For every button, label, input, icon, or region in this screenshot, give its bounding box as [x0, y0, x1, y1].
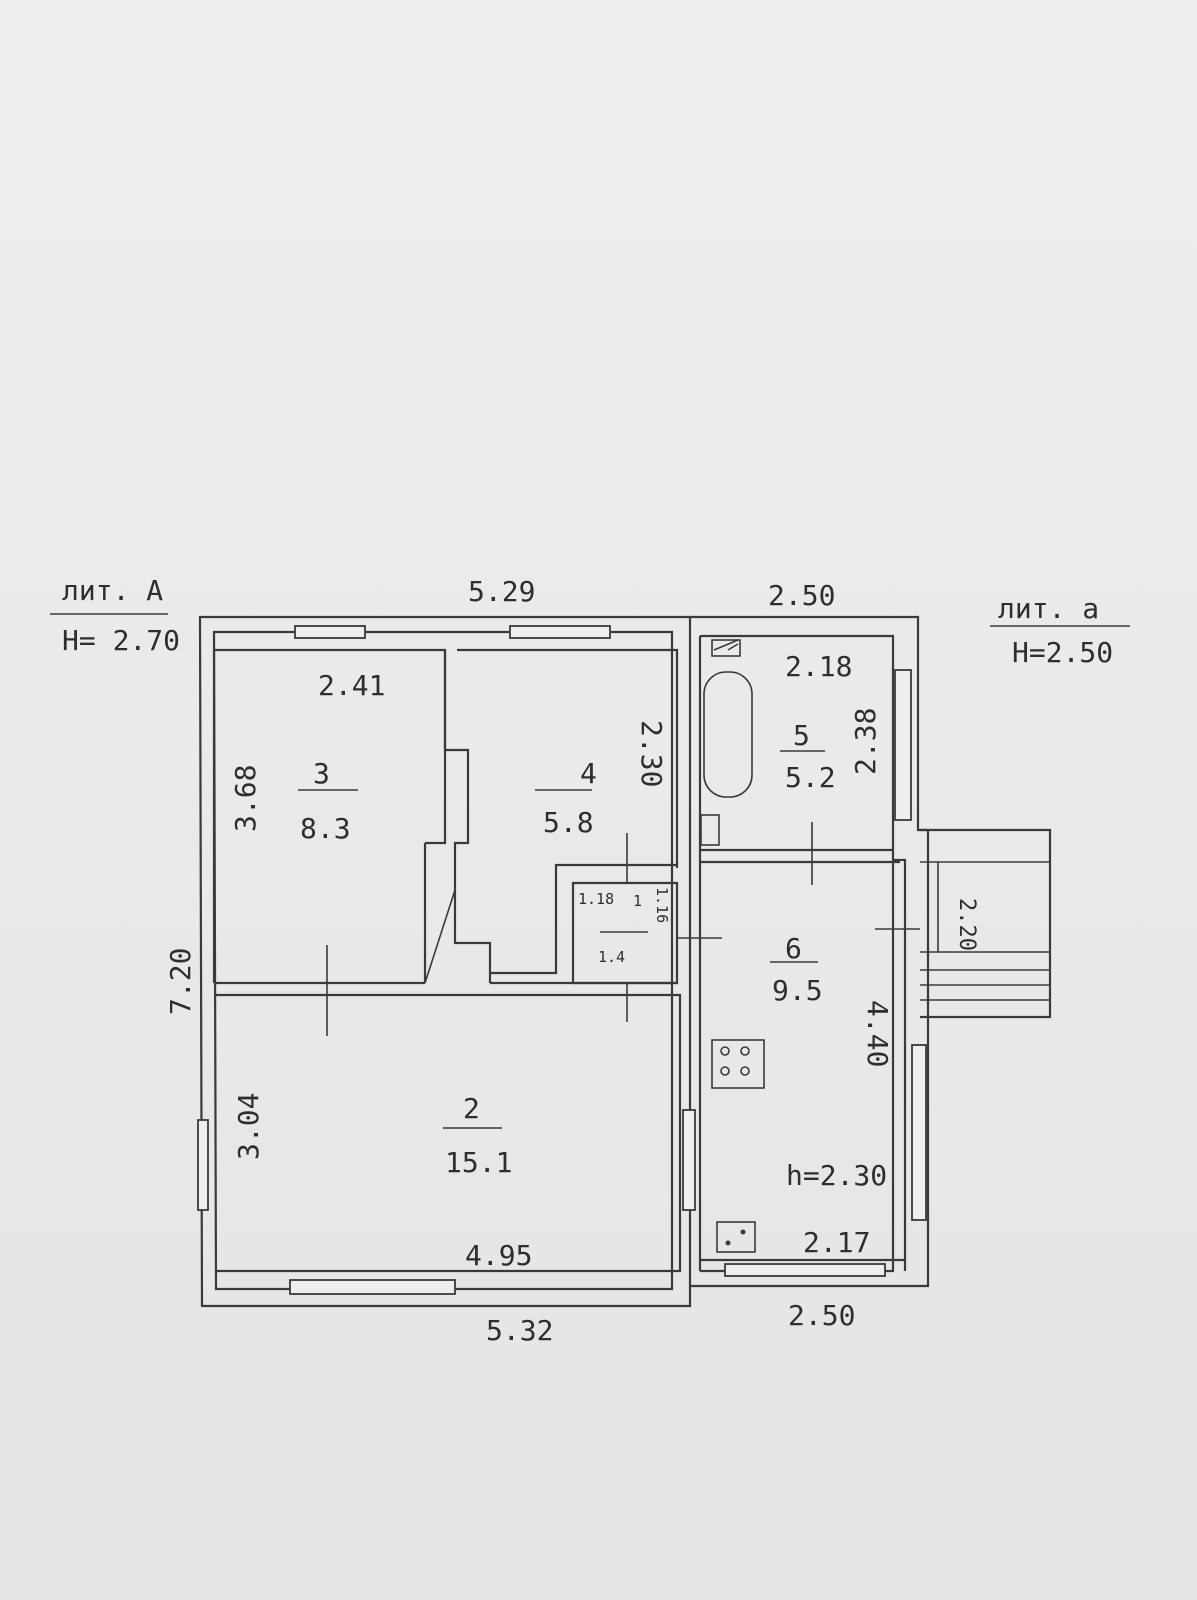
dim-porch: 2.20 [954, 898, 979, 951]
room-4-depth: 2.30 [635, 720, 668, 787]
stove-icon [711, 1039, 765, 1089]
room-5-area: 5.2 [785, 761, 836, 794]
room-2-area: 15.1 [445, 1146, 512, 1179]
room-5-width: 2.18 [785, 650, 852, 683]
room-5-depth: 2.38 [849, 708, 882, 775]
height-label-annex: H=2.50 [1012, 636, 1113, 669]
lit-label-main: лит. А [62, 574, 163, 607]
room-2: 2 15.1 4.95 3.04 [232, 1092, 532, 1272]
fixtures [700, 639, 765, 1253]
room-3-width: 2.41 [318, 669, 385, 702]
room-3-area: 8.3 [300, 812, 351, 845]
room-6-depth: 4.40 [861, 1000, 894, 1067]
room-2-depth: 3.04 [232, 1093, 265, 1160]
boiler-icon [716, 1221, 756, 1253]
partitions [212, 648, 907, 1273]
sink-icon [700, 814, 720, 846]
dim-top-annex: 2.50 [768, 579, 835, 612]
room-1-number: 1 [633, 892, 642, 910]
header-left: лит. А H= 2.70 [50, 574, 180, 657]
lit-label-annex: лит. а [998, 592, 1099, 625]
room-5-number: 5 [793, 719, 810, 752]
door-marks [326, 822, 920, 1036]
room-4: 4 5.8 2.30 [535, 720, 668, 839]
bathtub-icon [703, 671, 753, 798]
room-3: 2.41 3.68 3 8.3 [229, 669, 385, 845]
dim-bottom-annex: 2.50 [788, 1299, 855, 1332]
dim-top-main: 5.29 [468, 575, 535, 608]
room-3-depth: 3.68 [229, 765, 262, 832]
header-right: лит. а H=2.50 [990, 592, 1130, 669]
room-1-area: 1.4 [598, 948, 625, 966]
outer-walls [198, 615, 930, 1308]
room-6: 6 9.5 4.40 h=2.30 2.17 [770, 932, 894, 1259]
dim-left-total: 7.20 [164, 948, 197, 1015]
room-4-area: 5.8 [543, 806, 594, 839]
room-1-width: 1.18 [578, 890, 614, 908]
room-3-number: 3 [313, 757, 330, 790]
room-6-number: 6 [785, 932, 802, 965]
room-1: 1.18 1 1.4 1.16 [578, 887, 671, 966]
porch [920, 828, 1052, 1019]
windows [197, 625, 927, 1295]
room-1-depth: 1.16 [653, 887, 671, 923]
room-2-number: 2 [463, 1092, 480, 1125]
room-6-width: 2.17 [803, 1226, 870, 1259]
dim-bottom-main: 5.32 [486, 1314, 553, 1347]
room-6-area: 9.5 [772, 974, 823, 1007]
room-6-ceiling: h=2.30 [786, 1159, 887, 1192]
height-label-main: H= 2.70 [62, 624, 180, 657]
room-2-width: 4.95 [465, 1239, 532, 1272]
room-4-number: 4 [580, 757, 597, 790]
room-5: 2.18 5 5.2 2.38 [780, 650, 882, 794]
